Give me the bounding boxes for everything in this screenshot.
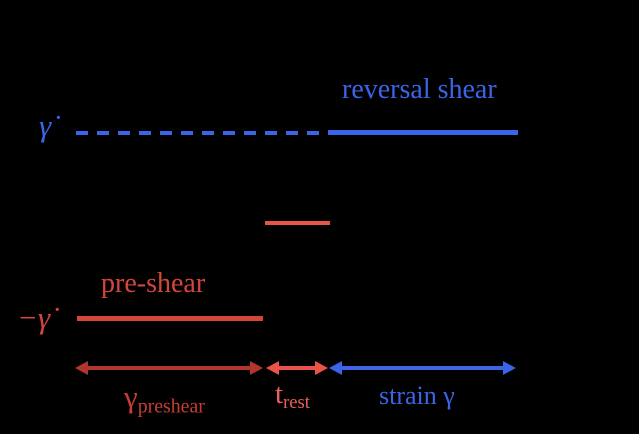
gamma-dot-level-label: γ̇ [39, 108, 52, 143]
right-arrowhead-icon [315, 361, 328, 375]
gamma-preshear-base: γ [124, 379, 138, 414]
neg-gamma-dot-level-label: −γ̇ [17, 300, 51, 335]
gamma-preshear-label: γpreshear [124, 381, 205, 417]
right-arrowhead-icon [503, 361, 516, 375]
gamma-preshear-span-arrow [75, 361, 263, 375]
arrow-shaft [88, 366, 250, 370]
rest-period-line [265, 221, 330, 225]
left-arrowhead-icon [75, 361, 88, 375]
reversal-shear-line [328, 130, 518, 135]
t-rest-label: trest [275, 380, 310, 413]
arrow-shaft [342, 366, 503, 370]
strain-gamma-label: strain γ [379, 381, 455, 410]
t-rest-base: t [275, 378, 284, 410]
pre-shear-line [77, 316, 263, 321]
strain-span-arrow [329, 361, 516, 375]
gamma-dot-dashed-guide-line [76, 131, 328, 135]
reversal-shear-label: reversal shear [342, 74, 497, 105]
gamma-preshear-subscript: preshear [137, 395, 205, 418]
t-rest-subscript: rest [283, 392, 310, 414]
arrow-shaft [279, 366, 315, 370]
t-rest-span-arrow [266, 361, 328, 375]
pre-shear-label: pre-shear [101, 268, 206, 299]
left-arrowhead-icon [266, 361, 279, 375]
right-arrowhead-icon [250, 361, 263, 375]
left-arrowhead-icon [329, 361, 342, 375]
